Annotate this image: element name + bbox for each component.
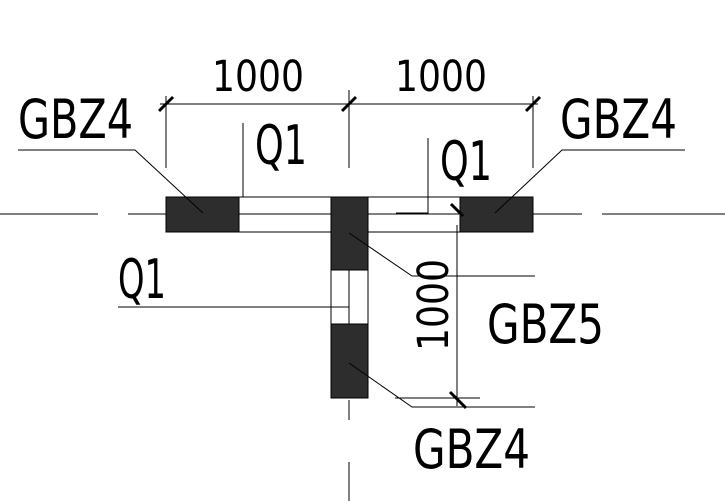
tick-left [157, 95, 175, 113]
label-gbz4-top-left: GBZ4 [18, 88, 133, 151]
dim-text-top-right: 1000 [395, 52, 487, 102]
tick-right [524, 95, 542, 113]
tick-vertical-top [449, 202, 465, 218]
label-gbz5-center: GBZ5 [487, 293, 604, 356]
leader-gbz5 [348, 232, 535, 277]
column-gbz4-top-right [459, 196, 534, 233]
column-gbz4-bottom [330, 323, 369, 399]
leader-gbz4-top-right [494, 149, 685, 214]
columns [165, 196, 534, 399]
dim-text-top-left: 1000 [212, 52, 304, 102]
dim-text-vertical: 1000 [409, 259, 459, 351]
leader-gbz4-top-left [18, 149, 204, 214]
tick-middle [340, 95, 358, 113]
column-gbz4-top-left [165, 196, 240, 233]
label-q1-top-right: Q1 [440, 130, 492, 193]
tick-vertical-bottom [448, 390, 468, 410]
label-gbz4-bottom: GBZ4 [413, 418, 530, 481]
leader-q1-top-right [396, 138, 429, 214]
label-gbz4-top-right: GBZ4 [560, 88, 677, 151]
label-q1-vertical: Q1 [118, 248, 166, 311]
leader-gbz4-bottom [348, 362, 535, 408]
dimension-ticks [157, 95, 542, 410]
leader-lines [18, 123, 685, 408]
label-q1-top-left: Q1 [255, 114, 307, 177]
